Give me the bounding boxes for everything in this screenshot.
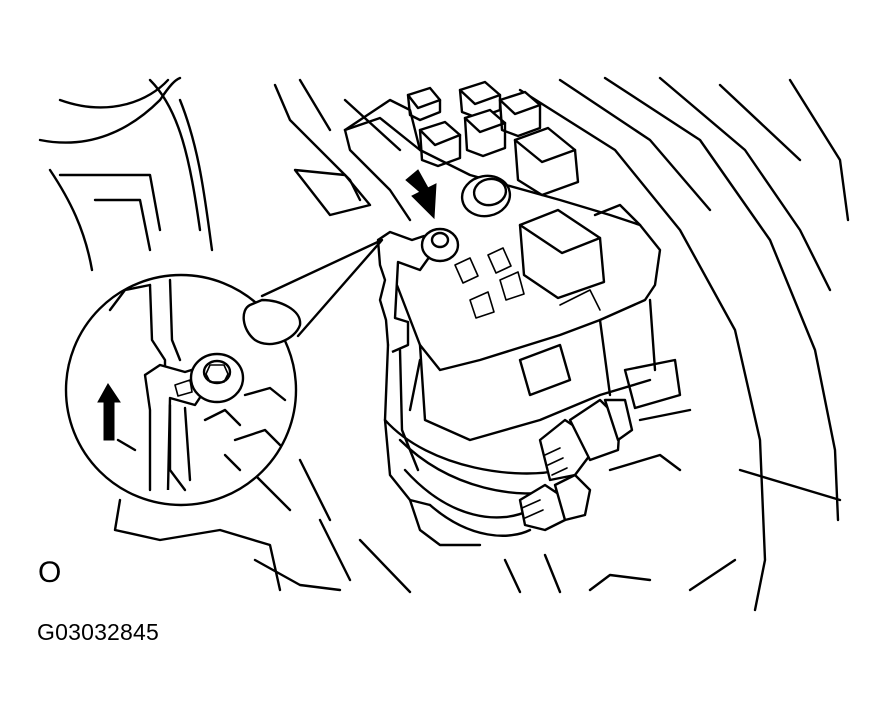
arrow-down-right-icon — [405, 169, 437, 220]
relay-block — [343, 80, 692, 472]
fuse-block-cap — [460, 174, 512, 218]
view-marker-label: O — [38, 556, 62, 589]
wire-harness — [376, 227, 562, 547]
harness-connectors — [518, 398, 634, 532]
detail-callout — [64, 238, 384, 507]
arrow-up-icon — [97, 383, 121, 441]
figure-code-label: G03032845 — [37, 619, 160, 645]
engine-bay-contours — [38, 76, 850, 612]
